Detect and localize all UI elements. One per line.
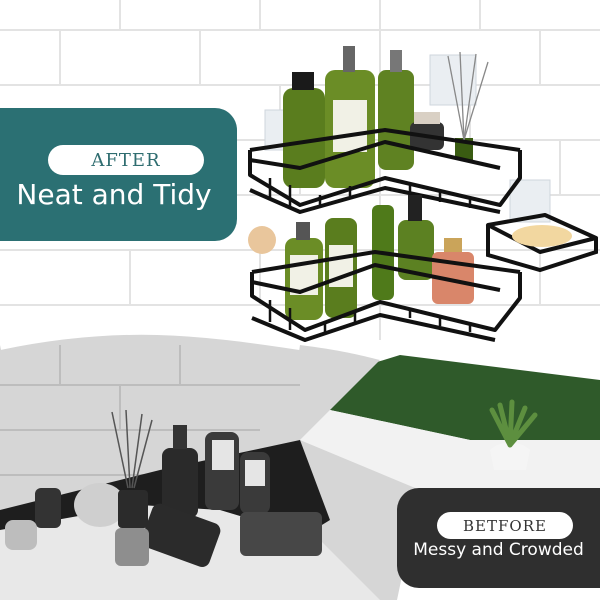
soap-dish <box>486 213 598 273</box>
bottom-shelf-rack <box>250 250 522 342</box>
after-caption: Neat and Tidy <box>16 178 212 211</box>
wave-divider <box>0 324 301 350</box>
before-clutter <box>5 409 322 568</box>
plant <box>489 399 538 470</box>
loofah <box>248 226 276 254</box>
top-shelf-rack <box>248 128 522 214</box>
after-label: AFTER <box>48 145 204 175</box>
top-shelf-bottles <box>283 46 489 188</box>
bottom-shelf-bottles <box>248 195 474 320</box>
before-tiles <box>0 345 300 476</box>
before-caption: Messy and Crowded <box>413 540 584 560</box>
before-label: BETFORE <box>437 512 573 539</box>
